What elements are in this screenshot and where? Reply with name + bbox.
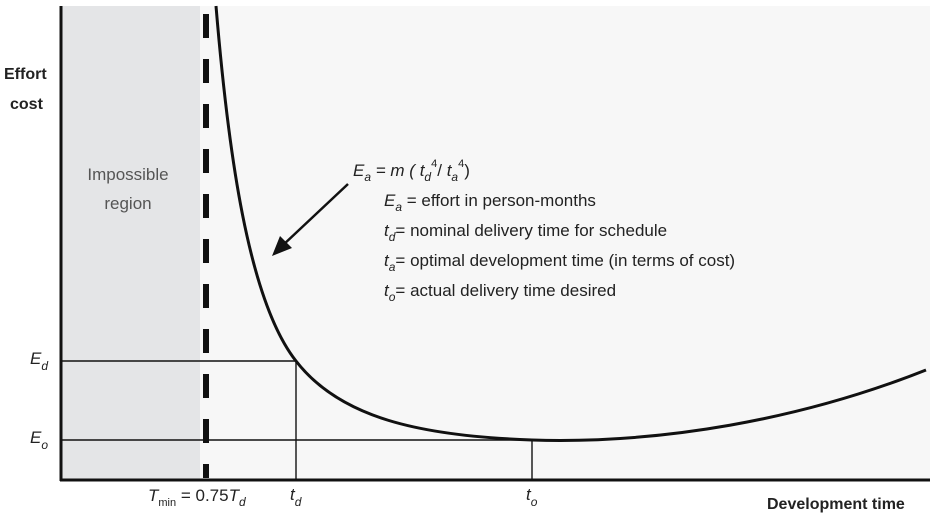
x-tick-tmin: Tmin = 0.75Td <box>148 486 246 509</box>
y-tick-eo: Eo <box>30 428 48 452</box>
legend-line-ea: Ea = effort in person-months <box>384 191 596 214</box>
effort-curve <box>214 5 927 442</box>
x-tick-td: td <box>290 485 302 509</box>
impossible-region-label-line2: region <box>104 194 151 213</box>
legend-line-to: to= actual delivery time desired <box>384 281 616 304</box>
formula: Ea = m ( td4/ ta4) <box>353 158 470 184</box>
y-axis-title-line1: Effort <box>4 66 47 83</box>
formula-arrow-head <box>272 236 292 256</box>
legend-line-ta: ta= optimal development time (in terms o… <box>384 251 735 274</box>
impossible-region-label-line1: Impossible <box>87 165 168 184</box>
legend-line-td: td= nominal delivery time for schedule <box>384 221 667 244</box>
y-tick-ed: Ed <box>30 349 48 373</box>
formula-arrow-shaft <box>281 183 349 247</box>
y-axis-title-line2: cost <box>10 96 44 113</box>
x-tick-to: to <box>526 485 538 509</box>
impossible-region <box>62 6 200 480</box>
x-axis-title: Development time <box>767 496 905 513</box>
